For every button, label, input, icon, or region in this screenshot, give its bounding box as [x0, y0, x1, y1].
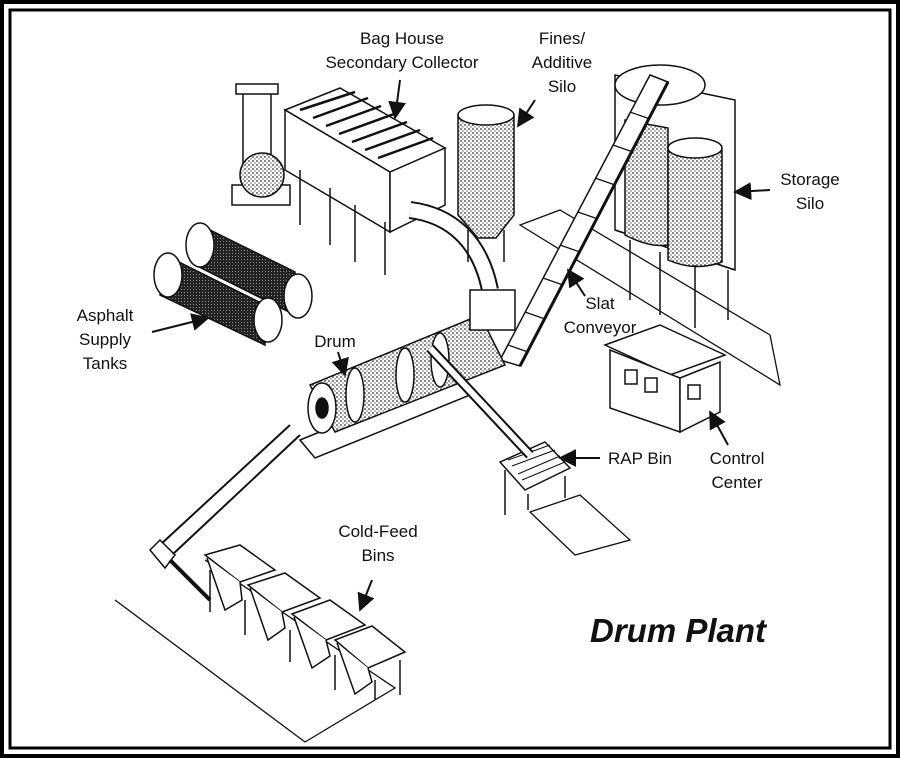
drum-arrow	[331, 351, 349, 377]
cold-feed-bins	[203, 544, 407, 700]
bag-house	[283, 87, 499, 292]
drum	[298, 289, 516, 459]
bag-house-arrow	[388, 79, 407, 120]
storage-silo	[614, 64, 736, 328]
control-center	[603, 324, 727, 434]
cold-feed-arrow	[357, 579, 375, 612]
label-asphalt-tanks: Asphalt Supply Tanks	[76, 306, 134, 373]
label-bag-house: Bag House Secondary Collector	[325, 29, 479, 72]
label-rap-bin: RAP Bin	[608, 449, 672, 468]
asphalt-supply-tanks	[153, 222, 313, 347]
label-storage-silo: Storage Silo	[780, 170, 840, 213]
slat-conveyor	[498, 74, 670, 367]
silo-ground-plate	[518, 209, 781, 387]
label-control-center: Control Center	[709, 449, 765, 492]
fines-silo-arrow	[517, 99, 536, 128]
label-cold-feed-bins: Cold-Feed Bins	[338, 522, 418, 565]
rap-bin	[426, 344, 572, 515]
label-arrows	[151, 79, 771, 612]
diagram-title: Drum Plant	[590, 612, 767, 649]
asphalt-tanks-arrow	[151, 313, 210, 333]
label-drum: Drum	[314, 332, 356, 351]
slat-conveyor-arrow	[567, 268, 586, 297]
cold-feed-conveyor	[148, 424, 301, 602]
label-slat-conveyor: Slat Conveyor	[563, 294, 637, 337]
control-center-arrow	[709, 410, 729, 446]
storage-silo-arrow	[733, 182, 771, 201]
fines-silo	[457, 104, 515, 262]
label-fines-silo: Fines/ Additive Silo	[531, 29, 593, 96]
bag-house-stack	[231, 83, 291, 206]
rap-ground-ramp	[528, 494, 632, 556]
